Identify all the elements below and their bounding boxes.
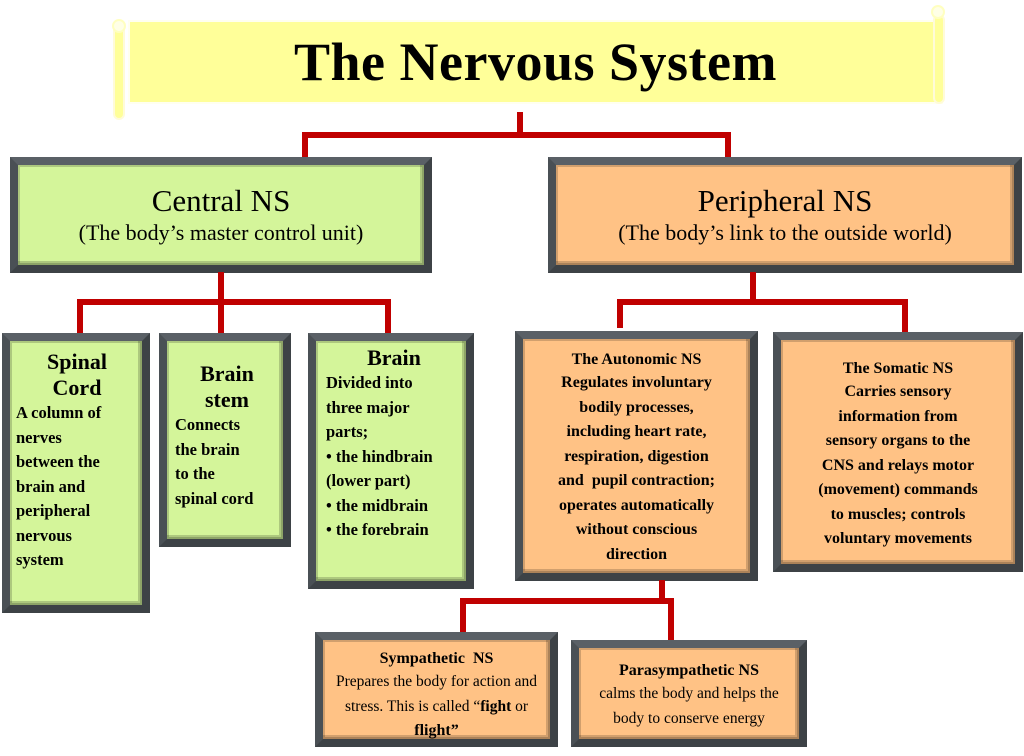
brain-body-1: three major <box>326 397 410 417</box>
spinal-cord-heading-2: Cord <box>52 375 102 400</box>
central-ns-box: Central NS (The body’s master control un… <box>10 157 432 273</box>
brain-stem-body-0: Connects <box>175 415 241 434</box>
spinal-cord-box: Spinal Cord A column of nerves between t… <box>2 333 150 613</box>
brain-stem-body-2: to the <box>175 464 215 483</box>
parasympathetic-ns-heading: Parasympathetic NS <box>619 662 759 679</box>
central-ns-heading: Central NS <box>151 183 291 218</box>
spinal-cord-body-0: A column of <box>16 403 102 422</box>
somatic-body-2: sensory organs to the <box>825 432 971 449</box>
autonomic-body-3: respiration, digestion <box>564 447 709 465</box>
page-title: The Nervous System <box>294 32 777 92</box>
brain-heading: Brain <box>367 345 421 370</box>
connector-to-autonomic <box>617 299 623 328</box>
connector-pns-bar <box>617 299 908 305</box>
connector-cns-bar <box>77 299 391 305</box>
brain-box: Brain Divided into three major parts; • … <box>308 333 474 589</box>
peripheral-ns-subtitle: (The body’s link to the outside world) <box>618 220 952 245</box>
connector-to-pns <box>725 132 731 160</box>
peripheral-ns-box: Peripheral NS (The body’s link to the ou… <box>548 157 1022 273</box>
spinal-cord-body-1: nerves <box>16 427 62 447</box>
central-ns-subtitle: (The body’s master control unit) <box>78 220 364 245</box>
autonomic-ns-heading: The Autonomic NS <box>571 351 702 368</box>
connector-autonomic-bar <box>460 598 674 604</box>
spinal-cord-body-4: peripheral <box>16 501 91 520</box>
connector-to-parasympathetic <box>668 598 674 642</box>
brain-stem-box: Brain stem Connects the brain to the spi… <box>159 333 291 547</box>
peripheral-ns-heading: Peripheral NS <box>697 183 873 218</box>
autonomic-body-0: Regulates involuntary <box>561 374 712 391</box>
spinal-cord-body-2: between the <box>16 452 100 471</box>
spinal-cord-body-6: system <box>16 550 64 569</box>
somatic-body-6: voluntary movements <box>824 530 972 547</box>
connector-to-brain-stem <box>218 299 224 335</box>
spinal-cord-heading-1: Spinal <box>47 349 107 374</box>
somatic-body-3: CNS and relays motor <box>821 456 975 474</box>
parasympathetic-ns-box: Parasympathetic NS calms the body and he… <box>571 640 807 747</box>
connector-to-sympathetic <box>460 598 466 634</box>
somatic-ns-box: The Somatic NS Carries sensory informati… <box>773 332 1023 572</box>
connector-to-somatic <box>902 299 908 335</box>
sympathetic-body-2: flight” <box>414 722 459 739</box>
parasympathetic-body-1: body to conserve energy <box>613 709 765 727</box>
parasympathetic-body-0: calms the body and helps the <box>599 685 779 702</box>
connector-to-spinal-cord <box>77 299 83 335</box>
sympathetic-body-0: Prepares the body for action and <box>335 673 537 690</box>
connector-pns-stem <box>750 272 756 305</box>
sympathetic-ns-box: Sympathetic NS Prepares the body for act… <box>315 632 558 747</box>
sympathetic-ns-heading: Sympathetic NS <box>379 650 494 667</box>
sympathetic-body-1: stress. This is called “fight or <box>345 695 528 720</box>
brain-stem-heading-2: stem <box>205 387 249 412</box>
connector-to-brain <box>385 299 391 335</box>
somatic-body-5: to muscles; controls <box>830 505 966 523</box>
brain-body-3: • the hindbrain <box>326 446 433 466</box>
title-banner <box>128 20 943 104</box>
somatic-body-0: Carries sensory <box>844 383 952 400</box>
brain-body-2: parts; <box>326 422 369 441</box>
autonomic-body-6: without conscious <box>575 521 698 538</box>
connector-title-bar <box>302 132 731 138</box>
autonomic-body-1: bodily processes, <box>579 398 694 416</box>
autonomic-body-7: direction <box>605 545 668 563</box>
banner-left-rod <box>113 22 125 120</box>
brain-stem-body-3: spinal cord <box>175 488 254 508</box>
autonomic-ns-box: The Autonomic NS Regulates involuntary b… <box>515 331 758 581</box>
somatic-body-1: information from <box>838 407 958 425</box>
connector-cns-stem <box>218 272 224 305</box>
somatic-ns-heading: The Somatic NS <box>842 360 954 377</box>
autonomic-body-2: including heart rate, <box>566 423 707 440</box>
connector-title-stem <box>517 112 523 138</box>
brain-body-4: (lower part) <box>326 471 411 490</box>
brain-body-6: • the forebrain <box>326 520 429 539</box>
connector-to-cns <box>302 132 308 159</box>
sympathetic-body-1-fight: fight <box>480 697 512 715</box>
sympathetic-body-1-suffix: or <box>511 697 529 715</box>
connector-autonomic-stem <box>659 580 665 604</box>
brain-body-0: Divided into <box>326 373 413 392</box>
spinal-cord-body-3: brain and <box>16 476 86 496</box>
banner-left-knob <box>112 19 126 33</box>
autonomic-body-4: and pupil contraction; <box>558 472 715 489</box>
sympathetic-body-1-prefix: stress. This is called “ <box>344 697 481 715</box>
autonomic-body-5: operates automatically <box>558 496 715 514</box>
brain-body-5: • the midbrain <box>326 495 429 515</box>
banner-right-knob <box>931 5 945 19</box>
somatic-body-4: (movement) commands <box>818 481 978 498</box>
spinal-cord-body-5: nervous <box>16 525 72 545</box>
brain-stem-heading-1: Brain <box>200 361 254 386</box>
brain-stem-body-1: the brain <box>175 439 240 459</box>
